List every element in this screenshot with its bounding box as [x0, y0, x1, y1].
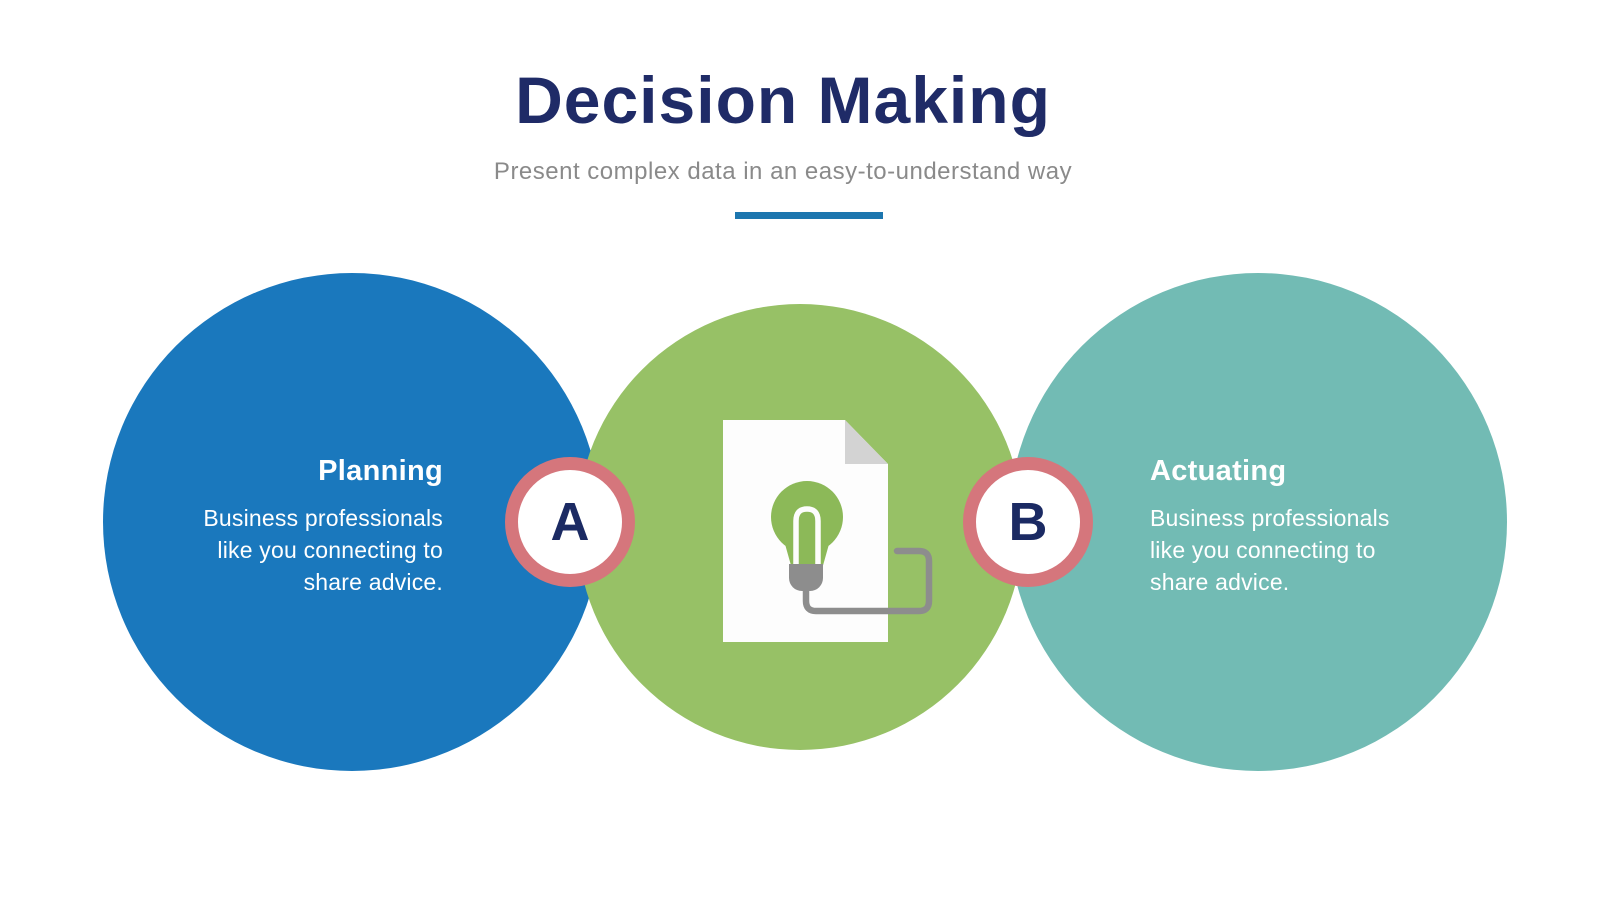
connector-badge-b: B	[963, 457, 1093, 587]
lightbulb-base	[789, 564, 823, 591]
badge-a-label: A	[550, 492, 590, 552]
planning-heading: Planning	[318, 455, 443, 487]
lightbulb-globe	[771, 481, 843, 553]
page-title: Decision Making	[515, 63, 1051, 137]
document-fold-corner	[845, 420, 888, 464]
badge-b-label: B	[1008, 492, 1048, 552]
lightbulb-filament	[793, 506, 821, 569]
document-lightbulb-icon	[723, 420, 933, 642]
title-accent-line	[735, 212, 883, 219]
actuating-circle: Actuating Business professionals like yo…	[1009, 273, 1507, 771]
connector-badge-a: A	[505, 457, 635, 587]
planning-description: Business professionals like you connecti…	[203, 505, 443, 595]
page-subtitle: Present complex data in an easy-to-under…	[493, 158, 1073, 185]
planning-text-block: Planning Business professionals like you…	[171, 455, 443, 598]
actuating-heading: Actuating	[1150, 455, 1287, 487]
actuating-text-block: Actuating Business professionals like yo…	[1150, 455, 1422, 598]
idea-circle	[577, 304, 1023, 750]
actuating-description: Business professionals like you connecti…	[1150, 505, 1390, 595]
cable-shape	[802, 547, 933, 615]
